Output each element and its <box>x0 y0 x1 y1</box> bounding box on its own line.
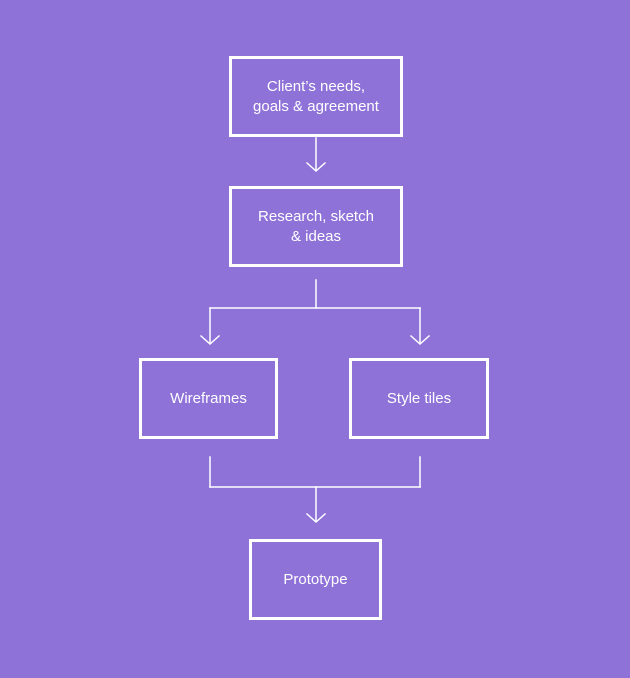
node-wireframes: Wireframes <box>139 358 278 439</box>
node-label: Wireframes <box>170 389 247 407</box>
arrowhead-down-icon <box>305 161 327 173</box>
connector-merge-to-prototype <box>209 456 421 524</box>
connector-research-to-wireframes <box>199 307 221 346</box>
node-research: Research, sketch & ideas <box>229 186 403 267</box>
node-label: Prototype <box>283 570 348 588</box>
arrowhead-down-icon <box>199 334 221 346</box>
arrowhead-down-icon <box>409 334 431 346</box>
connector-research-to-style-tiles <box>409 307 431 346</box>
connector-client-to-research <box>305 137 327 173</box>
node-label: Research, sketch & ideas <box>258 207 374 245</box>
arrowhead-down-icon <box>305 512 327 524</box>
connector-research-split <box>209 279 421 309</box>
node-label: Style tiles <box>386 389 452 407</box>
node-style-tiles: Style tiles <box>349 358 489 439</box>
node-prototype: Prototype <box>249 539 382 620</box>
node-label: Client’s needs, goals & agreement <box>253 77 379 115</box>
node-client-needs: Client’s needs, goals & agreement <box>229 56 403 137</box>
